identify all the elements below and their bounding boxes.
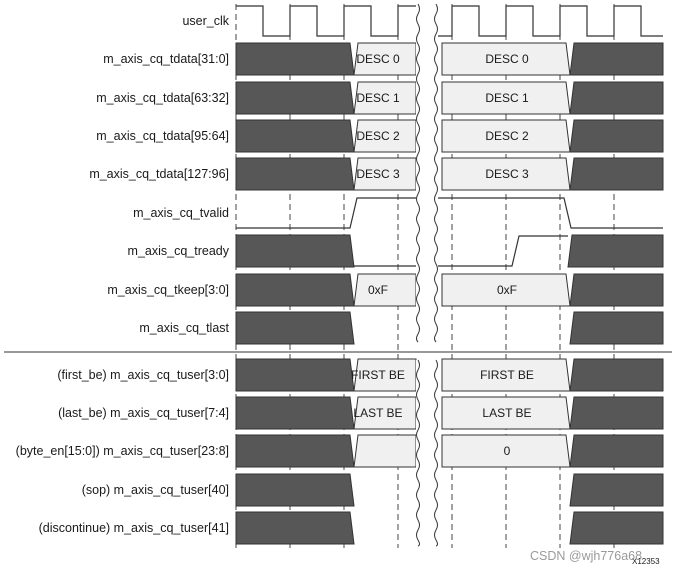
bus-segment — [569, 358, 664, 392]
signal-row: m_axis_cq_tkeep[3:0] 0xF 0xF — [107, 273, 664, 307]
signal-label: (first_be) m_axis_cq_tuser[3:0] — [57, 368, 229, 382]
bus-value: LAST BE — [482, 406, 531, 420]
bus-segment — [235, 358, 355, 392]
bus-value: DESC 0 — [356, 52, 400, 66]
signal-row: m_axis_cq_tdata[127:96] DESC 3 DESC 3 — [89, 157, 664, 191]
ready-wave — [354, 235, 568, 267]
bus-segment — [235, 473, 355, 507]
watermark: CSDN @wjh776a68 — [530, 549, 642, 563]
bus-segment — [235, 511, 355, 545]
bus-segment — [569, 273, 664, 307]
signal-row: user_clk — [182, 5, 663, 37]
bus-segment — [235, 273, 355, 307]
signal-row: (first_be) m_axis_cq_tuser[3:0] FIRST BE F… — [57, 358, 664, 392]
signal-label: (sop) m_axis_cq_tuser[40] — [82, 483, 229, 497]
bus-value: LAST BE — [353, 406, 402, 420]
break-gap — [416, 360, 438, 546]
signal-label: m_axis_cq_tdata[127:96] — [89, 167, 229, 181]
bus-segment — [569, 81, 664, 115]
bus-segment — [235, 396, 355, 430]
signal-label: m_axis_cq_tdata[95:64] — [96, 129, 229, 143]
break-line — [434, 359, 438, 547]
bus-segment — [235, 434, 355, 468]
signal-row: (discontinue) m_axis_cq_tuser[41] — [39, 511, 664, 545]
bus-value: FIRST BE — [480, 368, 534, 382]
bus-value: DESC 0 — [485, 52, 529, 66]
bus-segment — [235, 81, 355, 115]
signal-label: (byte_en[15:0]) m_axis_cq_tuser[23:8] — [16, 444, 229, 458]
figure-id: X12353 — [632, 557, 660, 566]
bus-segment — [235, 157, 355, 191]
signal-row: m_axis_cq_tdata[63:32] DESC 1 DESC 1 — [96, 81, 664, 115]
signal-row: m_axis_cq_tvalid — [133, 197, 663, 229]
signal-row: m_axis_cq_tdata[31:0] DESC 0 DESC 0 — [103, 42, 664, 76]
bus-segment — [353, 434, 417, 468]
bus-value: DESC 1 — [356, 91, 400, 105]
bus-segment — [569, 396, 664, 430]
bus-value: DESC 2 — [485, 129, 529, 143]
bus-value: DESC 3 — [485, 167, 529, 181]
bus-segment — [569, 157, 664, 191]
bus-segment — [569, 42, 664, 76]
bus-value: 0xF — [368, 283, 388, 297]
break-line — [416, 359, 420, 547]
signal-label: user_clk — [182, 14, 229, 28]
signal-row: m_axis_cq_tready — [128, 234, 664, 268]
break-gap — [416, 4, 438, 342]
bus-segment — [569, 311, 664, 345]
bus-segment — [235, 311, 355, 345]
time-break-marks — [416, 3, 438, 547]
signal-label: m_axis_cq_tdata[63:32] — [96, 91, 229, 105]
break-line — [416, 3, 420, 343]
bus-segment — [569, 511, 664, 545]
signal-row: (last_be) m_axis_cq_tuser[7:4] LAST BE LAS… — [58, 396, 664, 430]
valid-wave — [236, 197, 663, 229]
signal-label: m_axis_cq_tlast — [139, 321, 229, 335]
signal-label: m_axis_cq_tdata[31:0] — [103, 52, 229, 66]
signal-row: (byte_en[15:0]) m_axis_cq_tuser[23:8] 0 — [16, 434, 664, 468]
signal-label: m_axis_cq_tready — [128, 244, 230, 258]
bus-value: DESC 2 — [356, 129, 400, 143]
bus-segment — [569, 434, 664, 468]
signal-label: (last_be) m_axis_cq_tuser[7:4] — [58, 406, 229, 420]
bus-value: DESC 1 — [485, 91, 529, 105]
bus-value: FIRST BE — [351, 368, 405, 382]
bus-segment — [235, 119, 355, 153]
bus-segment — [235, 234, 355, 268]
signal-label: (discontinue) m_axis_cq_tuser[41] — [39, 521, 229, 535]
signal-label: m_axis_cq_tvalid — [133, 206, 229, 220]
bus-value: 0 — [504, 444, 511, 458]
bus-segment — [569, 473, 664, 507]
signal-row: m_axis_cq_tdata[95:64] DESC 2 DESC 2 — [96, 119, 664, 153]
bus-segment — [235, 42, 355, 76]
bus-segment — [569, 119, 664, 153]
signal-rows: user_clk m_axis_cq_tdata[31:0] DESC 0 DESC … — [16, 5, 664, 545]
signal-row: m_axis_cq_tlast — [139, 311, 664, 345]
bus-segment — [567, 234, 664, 268]
signal-row: (sop) m_axis_cq_tuser[40] — [82, 473, 664, 507]
bus-value: 0xF — [497, 283, 517, 297]
break-line — [434, 3, 438, 343]
signal-label: m_axis_cq_tkeep[3:0] — [107, 283, 229, 297]
bus-value: DESC 3 — [356, 167, 400, 181]
clock-wave — [236, 5, 663, 37]
